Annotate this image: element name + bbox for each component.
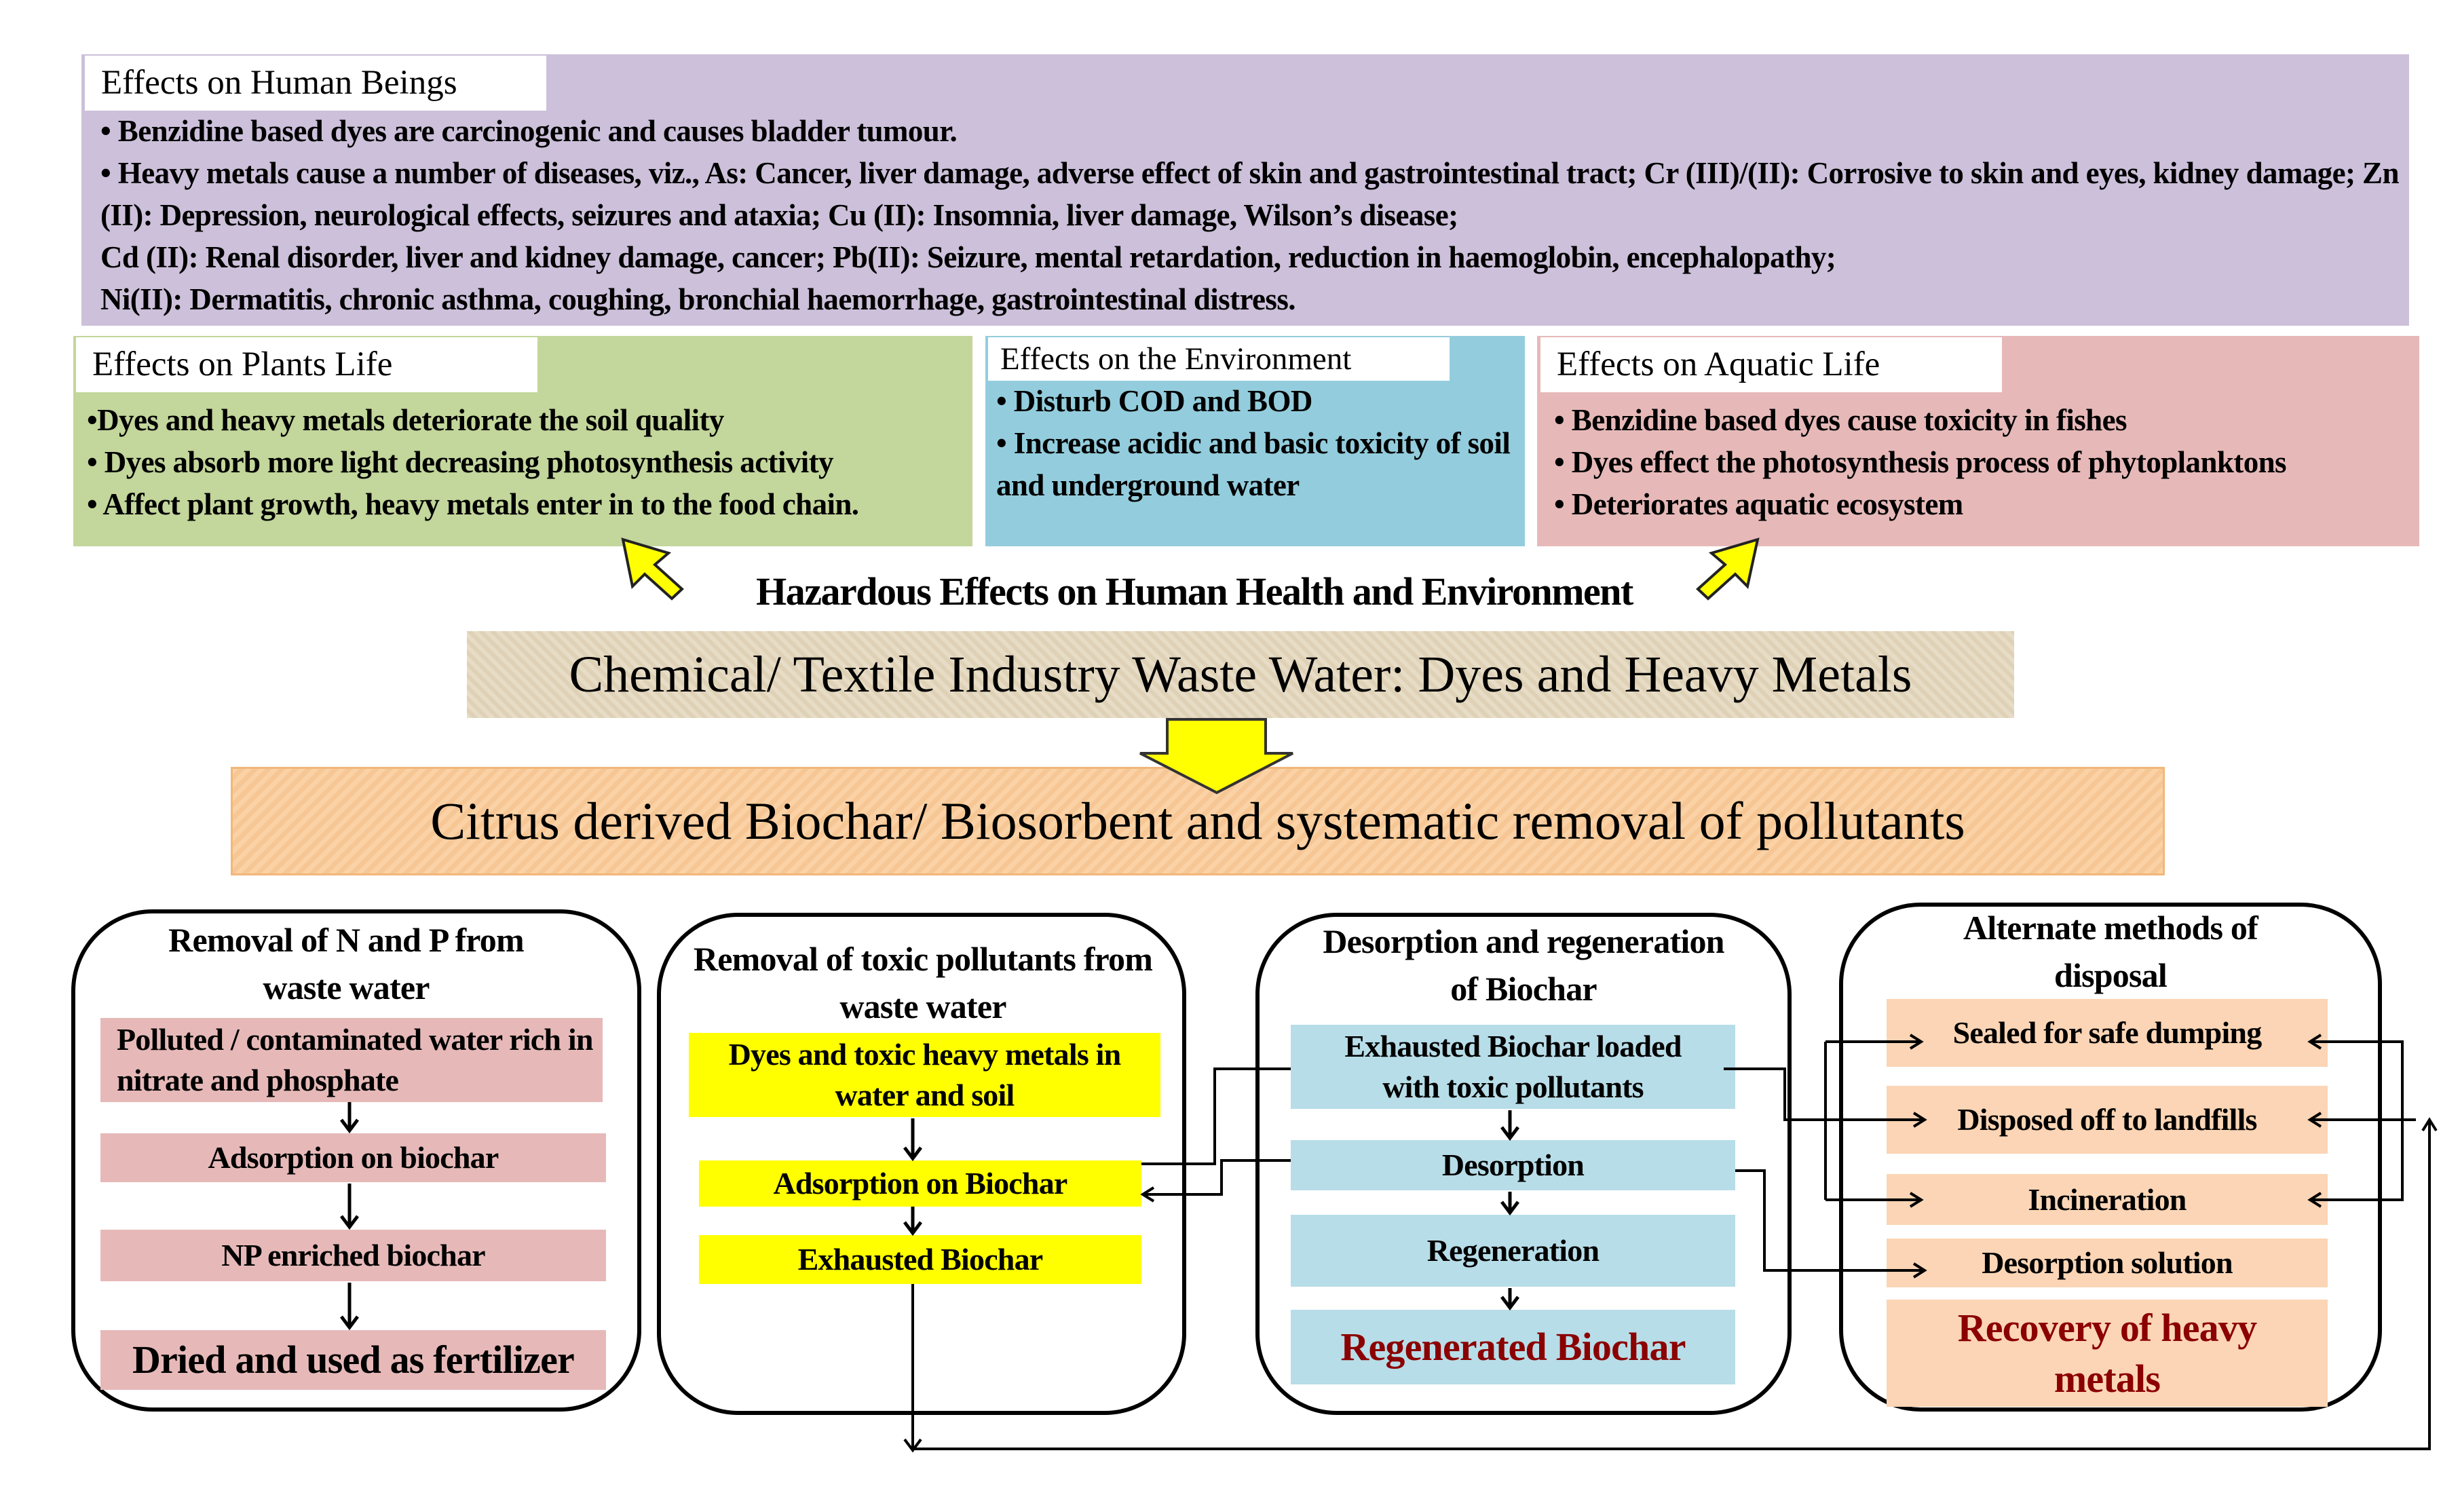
human-bullet-2: • Heavy metals cause a number of disease…	[100, 156, 2399, 233]
human-bullet-3: Cd (II): Renal disorder, liver and kidne…	[100, 240, 1836, 275]
biochar-banner: Citrus derived Biochar/ Biosorbent and s…	[231, 767, 2165, 875]
col4-recovery-heavy-metals: Recovery of heavy metals	[1887, 1300, 2328, 1407]
aquatic-bullet-3: • Deteriorates aquatic ecosystem	[1554, 487, 1963, 522]
col3-down-arrows	[1500, 1110, 1519, 1311]
col3-title: Desorption and regeneration of Biochar	[1323, 922, 1724, 1008]
plants-effects-bullets: •Dyes and heavy metals deteriorate the s…	[87, 399, 969, 525]
yellow-down-arrow	[1139, 718, 1293, 795]
col3-step-desorption: Desorption	[1291, 1140, 1735, 1190]
aquatic-effects-title: Effects on Aquatic Life	[1540, 337, 2002, 393]
col1-title: Removal of N and P from waste water	[168, 921, 525, 1006]
environment-bullet-1: • Disturb COD and BOD	[996, 384, 1312, 418]
flow-connectors	[903, 1034, 2438, 1453]
col2-step-dyes-metals: Dyes and toxic heavy metals in water and…	[689, 1033, 1160, 1117]
col4-landfills: Disposed off to landfills	[1887, 1086, 2328, 1154]
hazard-title: Hazardous Effects on Human Health and En…	[756, 569, 1633, 613]
col1-step-fertilizer: Dried and used as fertilizer	[100, 1330, 606, 1390]
environment-effects-bullets: • Disturb COD and BOD • Increase acidic …	[996, 380, 1519, 506]
human-bullet-1: • Benzidine based dyes are carcinogenic …	[100, 114, 958, 148]
col1-step-polluted-water: Polluted / contaminated water rich in ni…	[100, 1018, 603, 1102]
plants-bullet-1: •Dyes and heavy metals deteriorate the s…	[87, 403, 724, 437]
yellow-arrow-right-shape	[1696, 537, 1760, 601]
human-effects-title: Effects on Human Beings	[85, 56, 546, 111]
col1-step-np-enriched: NP enriched biochar	[100, 1230, 606, 1281]
col2-down-arrows	[903, 1118, 922, 1236]
col1-step-adsorption: Adsorption on biochar	[100, 1133, 606, 1182]
human-bullet-4: Ni(II): Dermatitis, chronic asthma, coug…	[100, 282, 1295, 317]
plants-bullet-2: • Dyes absorb more light decreasing phot…	[87, 445, 834, 480]
aquatic-bullet-2: • Dyes effect the photosynthesis process…	[1554, 445, 2287, 480]
environment-bullet-2: • Increase acidic and basic toxicity of …	[996, 426, 1511, 503]
aquatic-effects-bullets: • Benzidine based dyes cause toxicity in…	[1554, 399, 2409, 525]
yellow-arrow-left-shape	[621, 537, 684, 601]
col3-step-regeneration: Regeneration	[1291, 1215, 1735, 1287]
col4-sealed-dumping: Sealed for safe dumping	[1887, 999, 2328, 1067]
col2-step-adsorption: Adsorption on Biochar	[699, 1160, 1141, 1207]
col3-step-regenerated: Regenerated Biochar	[1291, 1310, 1735, 1384]
environment-effects-title: Effects on the Environment	[988, 337, 1450, 381]
col1-down-arrows	[340, 1102, 359, 1331]
human-effects-bullets: • Benzidine based dyes are carcinogenic …	[100, 110, 2401, 320]
plants-bullet-3: • Affect plant growth, heavy metals ente…	[87, 487, 859, 522]
col2-step-exhausted: Exhausted Biochar	[699, 1235, 1141, 1284]
aquatic-bullet-1: • Benzidine based dyes cause toxicity in…	[1554, 403, 2127, 437]
col3-step-exhausted-loaded: Exhausted Biochar loaded with toxic poll…	[1291, 1025, 1735, 1109]
col4-title: Alternate methods of disposal	[1963, 909, 2258, 994]
col4-desorption-solution: Desorption solution	[1887, 1239, 2328, 1287]
plants-effects-title: Effects on Plants Life	[76, 337, 537, 393]
col2-title: Removal of toxic pollutants from waste w…	[693, 940, 1153, 1025]
col4-incineration: Incineration	[1887, 1174, 2328, 1225]
wastewater-banner: Chemical/ Textile Industry Waste Water: …	[467, 631, 2014, 718]
